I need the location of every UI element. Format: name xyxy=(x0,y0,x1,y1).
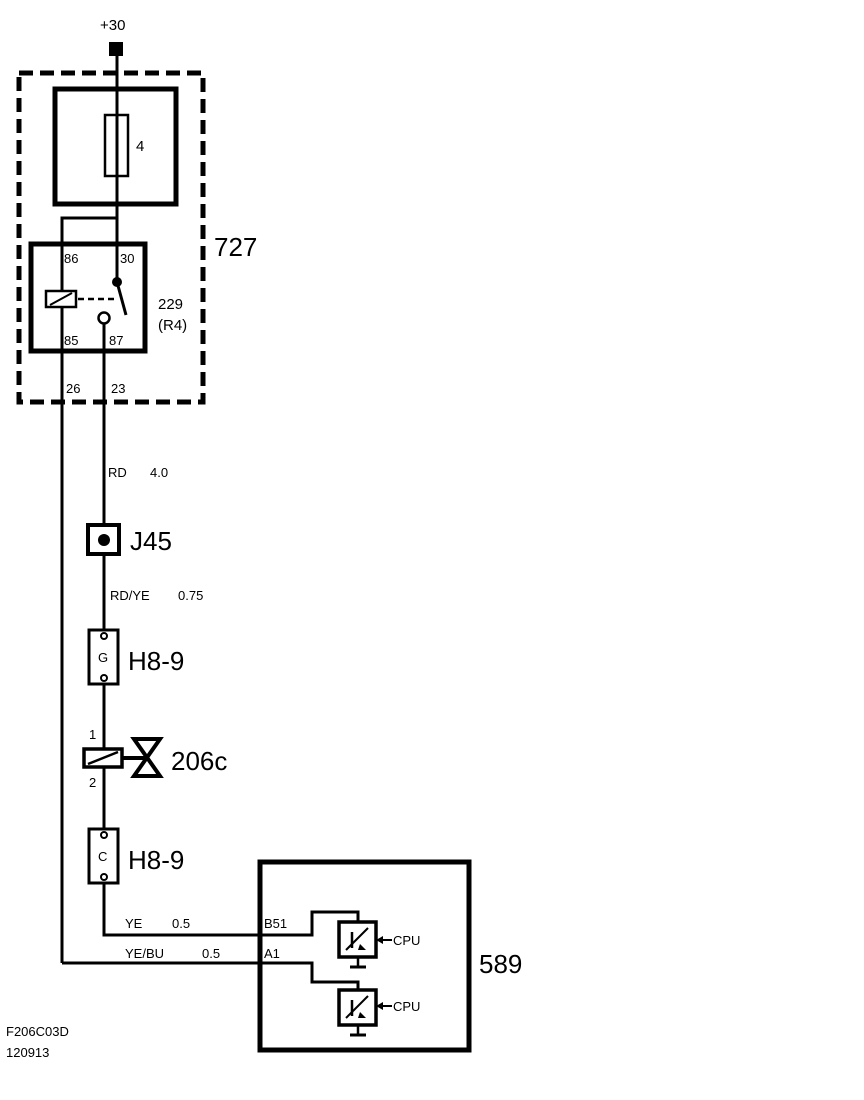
wire-rdye-color: RD/YE xyxy=(110,588,150,603)
wire-ye-color: YE xyxy=(125,916,143,931)
relay-label: 229 xyxy=(158,296,183,313)
valve-symbol xyxy=(130,737,164,778)
module-pin-23: 23 xyxy=(111,381,125,396)
junction-label: J45 xyxy=(130,526,172,556)
connector-bottom-pin: C xyxy=(98,849,107,864)
module-727-enclosure xyxy=(16,70,206,405)
ecu-label: 589 xyxy=(479,949,522,979)
module-727-label: 727 xyxy=(214,232,257,262)
relay-box xyxy=(28,241,148,354)
ecu-pin-b51: B51 xyxy=(264,916,287,931)
supply-label: +30 xyxy=(100,17,125,34)
connector-top-label: H8-9 xyxy=(128,646,184,676)
wire-rd-color: RD xyxy=(108,465,127,480)
wire-rd-size: 4.0 xyxy=(150,465,168,480)
relay-pin-87: 87 xyxy=(109,333,123,348)
wire-rdye-size: 0.75 xyxy=(178,588,203,603)
relay-sublabel: (R4) xyxy=(158,317,187,334)
connector-top-pin: G xyxy=(98,650,108,665)
valve-pin-2: 2 xyxy=(89,775,96,790)
footer-code: F206C03D xyxy=(6,1024,69,1039)
ecu-cpu-bottom: CPU xyxy=(393,999,420,1014)
ecu-pin-a1: A1 xyxy=(264,946,280,961)
module-pin-26: 26 xyxy=(66,381,80,396)
relay-contact-87 xyxy=(97,311,111,325)
wire-ye-to-ecu xyxy=(102,883,260,937)
supply-terminal xyxy=(109,42,123,56)
wire-yebu-size: 0.5 xyxy=(202,946,220,961)
ecu-internal-b51 xyxy=(260,910,360,937)
relay-pin-85: 85 xyxy=(64,333,78,348)
relay-contact-arm xyxy=(115,281,128,316)
valve-label: 206c xyxy=(171,746,227,776)
connector-bottom-label: H8-9 xyxy=(128,845,184,875)
wire-86-feed xyxy=(60,216,117,291)
ecu-driver-top xyxy=(337,920,392,969)
relay-pin-86: 86 xyxy=(64,251,78,266)
ecu-cpu-top: CPU xyxy=(393,933,420,948)
footer-date: 120913 xyxy=(6,1045,49,1060)
ecu-589-box xyxy=(257,859,472,1053)
valve-pin-1: 1 xyxy=(89,727,96,742)
junction-dot xyxy=(98,534,110,546)
fuse-label: 4 xyxy=(136,138,144,155)
ecu-internal-a1 xyxy=(260,961,360,990)
relay-pin-30: 30 xyxy=(120,251,134,266)
wire-yebu-color: YE/BU xyxy=(125,946,164,961)
ecu-driver-bottom xyxy=(337,988,392,1037)
wire-ye-size: 0.5 xyxy=(172,916,190,931)
